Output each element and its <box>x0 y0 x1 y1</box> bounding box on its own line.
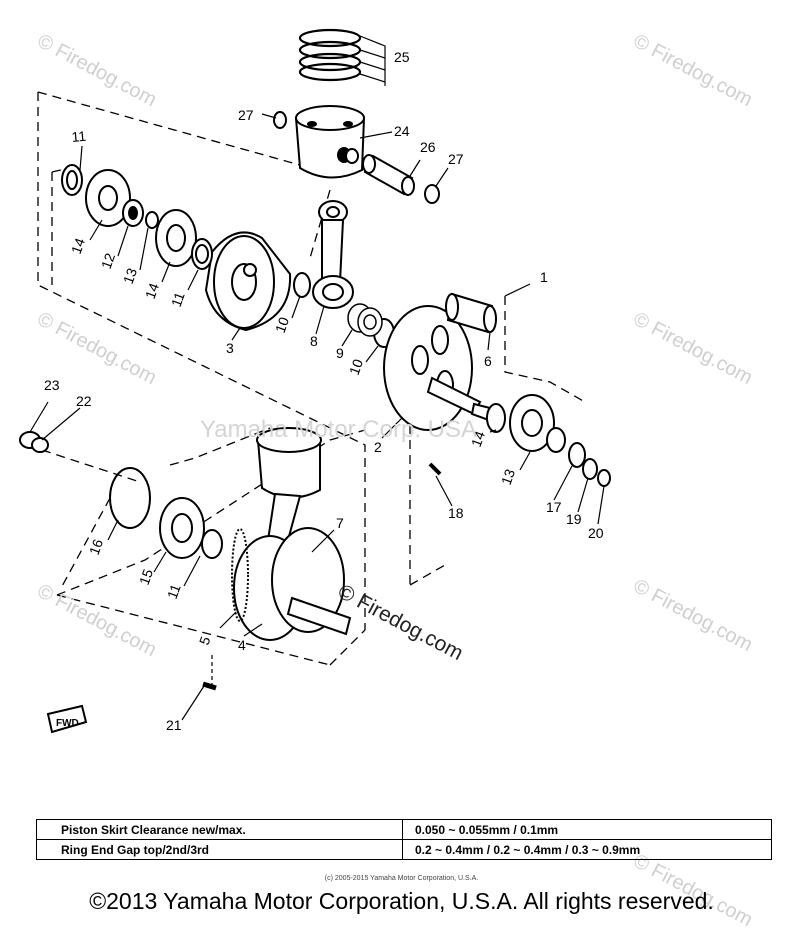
thrust-washer <box>293 272 311 298</box>
callout-number: 27 <box>238 107 254 123</box>
callout-number: 10 <box>346 357 366 377</box>
circlip <box>109 467 151 529</box>
callout-number: 8 <box>310 333 318 349</box>
callout-number: 15 <box>136 567 156 587</box>
callout-number: 10 <box>272 315 292 335</box>
callout-number: 27 <box>448 151 464 167</box>
small-end-parts <box>19 431 49 453</box>
piston <box>294 105 366 179</box>
spec-row: Piston Skirt Clearance new/max. 0.050 ~ … <box>36 819 772 840</box>
connecting-rod <box>312 200 354 309</box>
piston-pin-clip <box>424 184 440 204</box>
callout-number: 24 <box>394 123 410 139</box>
piston-rings <box>298 28 362 82</box>
crankshaft-assembly <box>231 427 352 641</box>
callout-number: 22 <box>76 393 92 409</box>
woodruff-key <box>428 462 442 476</box>
spec-value: 0.050 ~ 0.055mm / 0.1mm <box>402 819 772 840</box>
spec-row: Ring End Gap top/2nd/3rd 0.2 ~ 0.4mm / 0… <box>36 839 772 860</box>
callout-number: 11 <box>168 290 188 309</box>
callout-number: 2 <box>374 439 382 455</box>
callout-number: 1 <box>540 269 548 285</box>
fwd-label: FWD <box>56 718 79 729</box>
piston-pin <box>362 154 415 196</box>
callout-number: 4 <box>238 637 246 653</box>
callout-number: 18 <box>448 505 464 521</box>
callout-number: 16 <box>86 537 106 557</box>
left-shaft-parts <box>61 164 213 270</box>
callout-number: 11 <box>164 582 184 601</box>
callout-number: 21 <box>166 717 182 733</box>
callout-number: 25 <box>394 49 410 65</box>
ring-leader-lines <box>359 35 386 86</box>
callout-number: 14 <box>142 281 162 301</box>
right-shaft-parts <box>486 394 611 487</box>
callout-number: 3 <box>226 340 234 356</box>
callout-number: 11 <box>71 128 87 145</box>
crank-pin <box>445 292 497 334</box>
callout-number: 5 <box>196 634 214 647</box>
spec-label: Ring End Gap top/2nd/3rd <box>36 839 403 860</box>
callout-number: 20 <box>588 525 604 541</box>
callout-number: 9 <box>336 345 344 361</box>
callout-number: 19 <box>566 511 582 527</box>
callout-number: 14 <box>468 429 488 449</box>
callout-number: 12 <box>98 251 118 271</box>
spec-value: 0.2 ~ 0.4mm / 0.2 ~ 0.4mm / 0.3 ~ 0.9mm <box>402 839 772 860</box>
straight-pin <box>202 681 217 691</box>
watermark-center: Yamaha Motor Corp. USA <box>200 416 477 443</box>
crank-bearing <box>159 497 205 559</box>
oil-seal <box>201 529 223 559</box>
fwd-arrow-icon: FWD <box>46 704 88 734</box>
spec-table: Piston Skirt Clearance new/max. 0.050 ~ … <box>36 819 772 860</box>
leader-lines <box>29 113 605 721</box>
callout-number: 13 <box>120 266 140 286</box>
callout-labels: 25 27 24 26 27 11 14 12 13 14 11 3 10 8 … <box>44 49 604 733</box>
callout-number: 23 <box>44 377 60 393</box>
callout-number: 7 <box>336 515 344 531</box>
callout-number: 6 <box>484 353 492 369</box>
assembly-boundary-lines <box>37 91 586 666</box>
callout-number: 14 <box>68 236 88 256</box>
footer-copyright: ©2013 Yamaha Motor Corporation, U.S.A. A… <box>89 888 714 914</box>
piston-pin-clip <box>273 111 287 129</box>
small-copyright: (c) 2005-2015 Yamaha Motor Corporation, … <box>324 875 479 882</box>
spec-label: Piston Skirt Clearance new/max. <box>36 819 403 840</box>
callout-number: 13 <box>498 467 518 487</box>
crank-wheel-left <box>204 231 292 332</box>
needle-bearing <box>347 303 383 337</box>
callout-number: 26 <box>420 139 436 155</box>
callout-number: 17 <box>546 499 562 515</box>
